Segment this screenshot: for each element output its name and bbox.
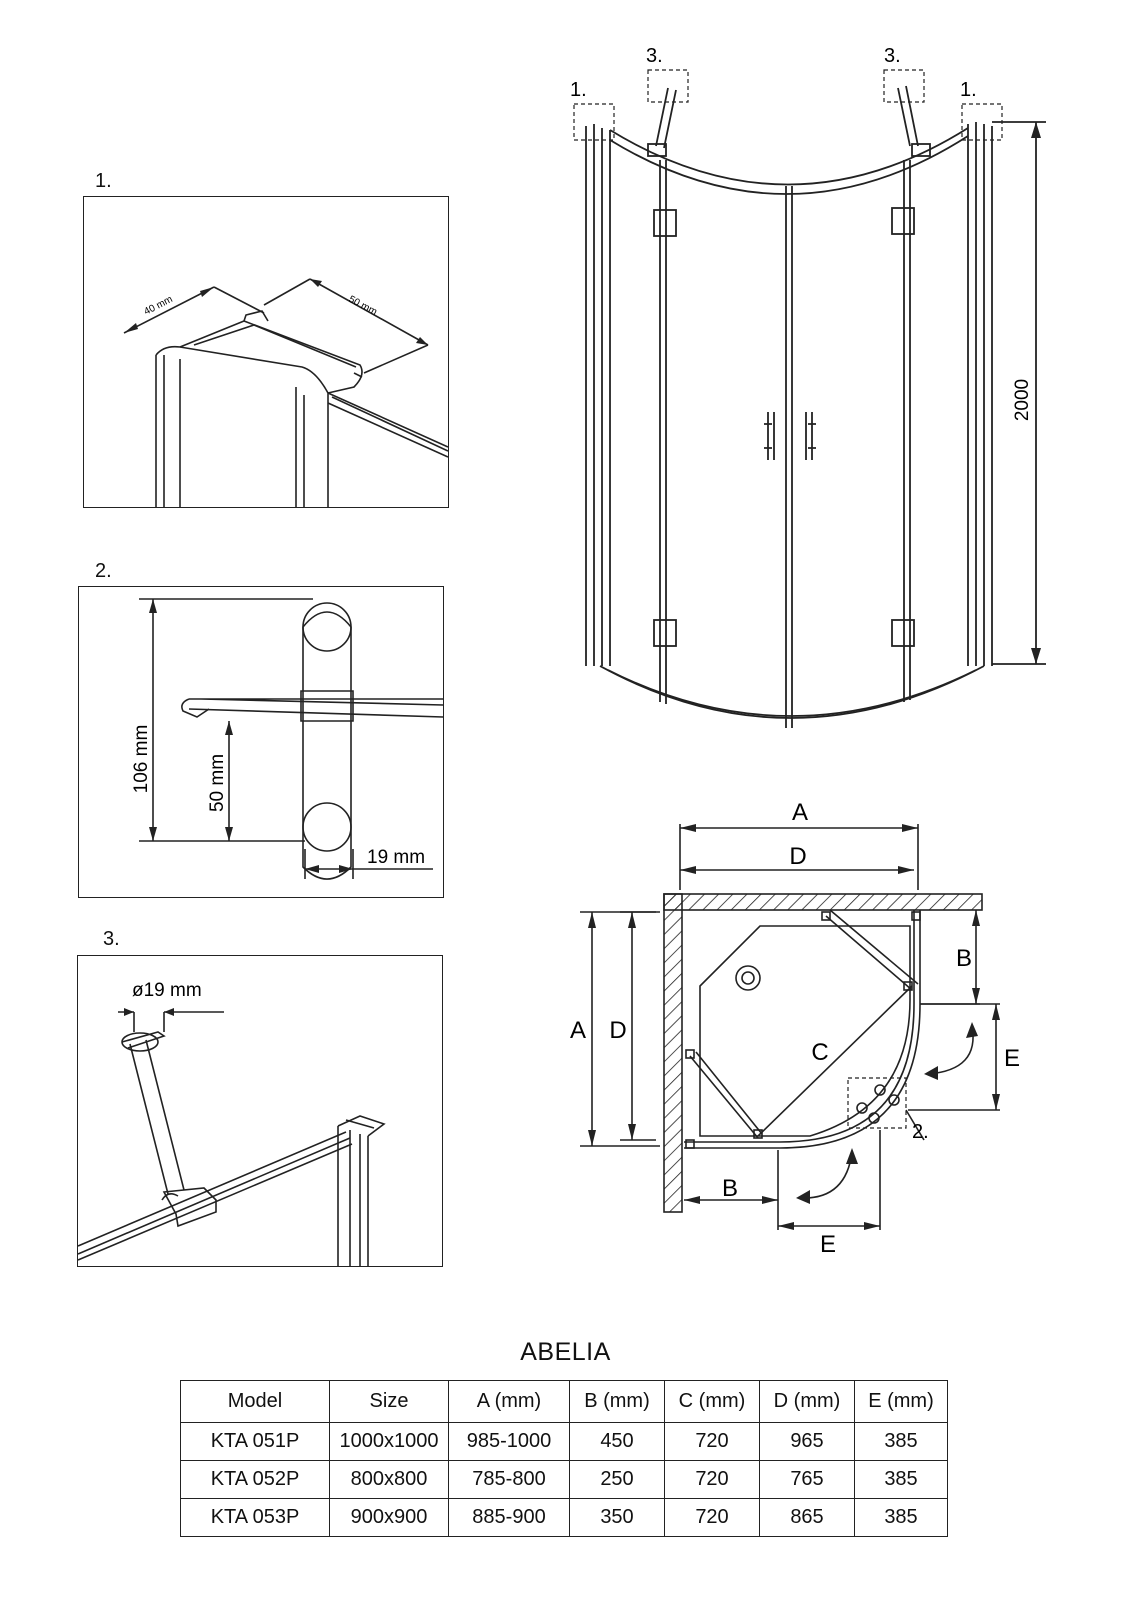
table-row: KTA 051P 1000x1000 985-1000 450 720 965 … (180, 1422, 948, 1461)
detail-3-panel: ø19 mm (77, 955, 443, 1267)
cell-d: 865 (759, 1498, 855, 1537)
detail-2-label: 2. (95, 560, 112, 582)
cell-b: 250 (569, 1460, 665, 1499)
plan-callout-2: 2. (912, 1121, 929, 1143)
plan-dim-b-bottom: B (722, 1175, 738, 1202)
header-d: D (mm) (759, 1380, 855, 1423)
header-size: Size (329, 1380, 449, 1423)
height-dimension: 2000 (1012, 379, 1033, 421)
cell-a: 785-800 (448, 1460, 570, 1499)
detail-2-dim-height-bar: 50 mm (207, 754, 228, 812)
cell-model: KTA 051P (180, 1422, 330, 1461)
table-row: KTA 052P 800x800 785-800 250 720 765 385 (180, 1460, 948, 1499)
detail-3-label: 3. (103, 928, 120, 950)
cell-e: 385 (854, 1498, 948, 1537)
cell-a: 885-900 (448, 1498, 570, 1537)
cell-b: 350 (569, 1498, 665, 1537)
cell-d: 965 (759, 1422, 855, 1461)
product-title: ABELIA (520, 1338, 611, 1366)
plan-dim-e-right: E (1004, 1045, 1020, 1072)
callout-3-right: 3. (884, 45, 901, 67)
header-a: A (mm) (448, 1380, 570, 1423)
plan-dim-b-right: B (956, 945, 972, 972)
cell-c: 720 (664, 1498, 760, 1537)
detail-3-drawing: ø19 mm (78, 980, 386, 1266)
cell-size: 900x900 (329, 1498, 449, 1537)
detail-2-dim-diameter: 19 mm (367, 847, 425, 868)
callout-1-right: 1. (960, 79, 977, 101)
cell-b: 450 (569, 1422, 665, 1461)
cell-c: 720 (664, 1460, 760, 1499)
detail-2-panel: 106 mm 50 mm 19 mm (78, 586, 444, 898)
plan-dim-a-top: A (792, 799, 808, 826)
header-e: E (mm) (854, 1380, 948, 1423)
plan-dim-c: C (811, 1039, 828, 1066)
cell-size: 1000x1000 (329, 1422, 449, 1461)
header-b: B (mm) (569, 1380, 665, 1423)
plan-dim-d-top: D (789, 843, 806, 870)
cell-e: 385 (854, 1460, 948, 1499)
plan-dim-a-left: A (570, 1017, 586, 1044)
cell-d: 765 (759, 1460, 855, 1499)
plan-view: A D A D C B E B E 2. (570, 799, 1020, 1258)
detail-1-label: 1. (95, 170, 112, 192)
detail-1-drawing: 40 mm 50 mm (123, 278, 448, 507)
table-header-row: Model Size A (mm) B (mm) C (mm) D (mm) E… (180, 1380, 948, 1423)
detail-1-panel: 40 mm 50 mm (83, 196, 449, 508)
cell-e: 385 (854, 1422, 948, 1461)
detail-2-dim-height-total: 106 mm (131, 725, 152, 794)
cell-model: KTA 052P (180, 1460, 330, 1499)
header-model: Model (180, 1380, 330, 1423)
detail-2-drawing: 106 mm 50 mm 19 mm (131, 598, 443, 880)
callout-1-left: 1. (570, 79, 587, 101)
detail-3-dim-diameter: ø19 mm (132, 980, 202, 1001)
table-row: KTA 053P 900x900 885-900 350 720 865 385 (180, 1498, 948, 1537)
cell-c: 720 (664, 1422, 760, 1461)
callout-3-left: 3. (646, 45, 663, 67)
plan-dim-d-left: D (609, 1017, 626, 1044)
plan-dim-e-bottom: E (820, 1231, 836, 1258)
cell-a: 985-1000 (448, 1422, 570, 1461)
elevation-view (573, 69, 1046, 728)
cell-model: KTA 053P (180, 1498, 330, 1537)
header-c: C (mm) (664, 1380, 760, 1423)
spec-table: Model Size A (mm) B (mm) C (mm) D (mm) E… (180, 1380, 948, 1537)
cell-size: 800x800 (329, 1460, 449, 1499)
